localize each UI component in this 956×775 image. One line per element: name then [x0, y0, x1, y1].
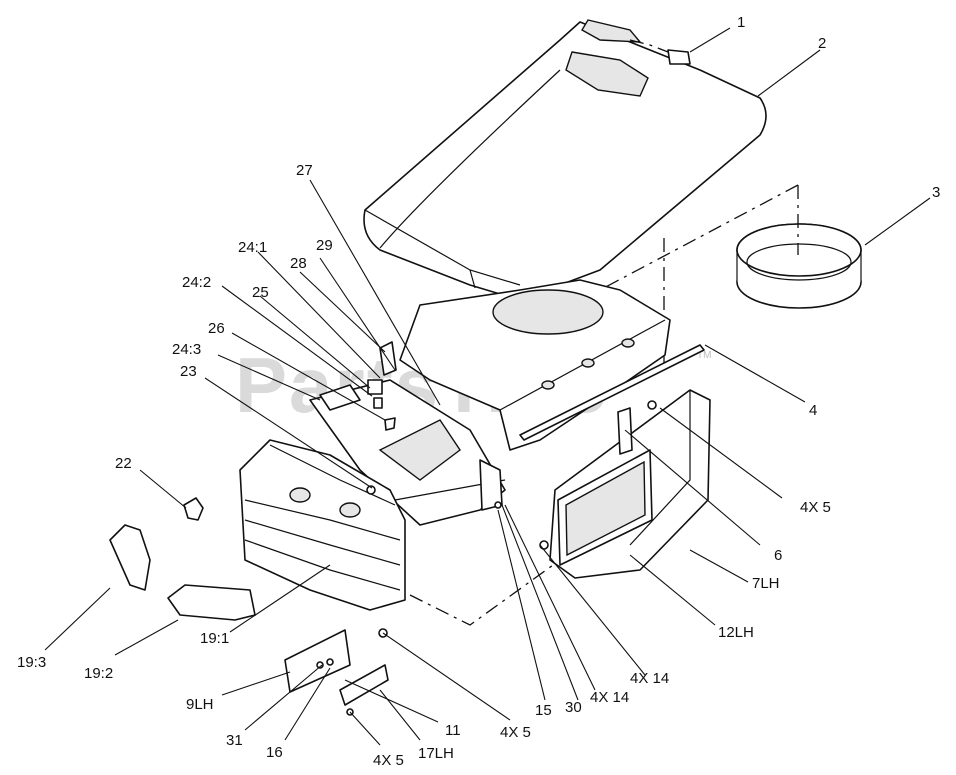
- callout-19-1: 19:1: [200, 630, 229, 647]
- part-main-body: [399, 279, 671, 451]
- leader-lines: [44, 27, 931, 746]
- callout-30: 30: [565, 699, 582, 716]
- callout-7lh: 7LH: [752, 575, 780, 592]
- callout-24-3: 24:3: [172, 341, 201, 358]
- callout-4x5-upper: 4X 5: [800, 499, 831, 516]
- callout-31: 31: [226, 732, 243, 749]
- callout-4x14-left: 4X 14: [590, 689, 629, 706]
- callout-28: 28: [290, 255, 307, 272]
- part-bar: [319, 384, 361, 411]
- callout-4: 4: [809, 402, 817, 419]
- callout-12lh: 12LH: [718, 624, 754, 641]
- callout-17lh: 17LH: [418, 745, 454, 762]
- callout-23: 23: [180, 363, 197, 380]
- callout-4x14-right: 4X 14: [630, 670, 669, 687]
- callout-22: 22: [115, 455, 132, 472]
- callout-1: 1: [737, 14, 745, 31]
- part-small-bracket: [339, 664, 389, 706]
- callout-26: 26: [208, 320, 225, 337]
- callout-16: 16: [266, 744, 283, 761]
- part-cap: [183, 497, 204, 521]
- part-bracket-plate: [284, 629, 351, 693]
- part-rod: [519, 344, 705, 441]
- callout-3: 3: [932, 184, 940, 201]
- part-hood-clip: [667, 49, 691, 65]
- part-left-cover: [109, 524, 151, 591]
- callout-27: 27: [296, 162, 313, 179]
- part-screen-frame: [557, 449, 653, 566]
- watermark-trademark: TM: [697, 350, 711, 361]
- callout-25: 25: [252, 284, 269, 301]
- part-lower-cover: [167, 584, 256, 621]
- callout-24-2: 24:2: [182, 274, 211, 291]
- part-inner-tray: [309, 379, 506, 526]
- callout-19-2: 19:2: [84, 665, 113, 682]
- part-upper-hardware: [367, 341, 397, 431]
- callout-4x5-middle: 4X 5: [500, 724, 531, 741]
- callout-19-3: 19:3: [17, 654, 46, 671]
- callout-9lh: 9LH: [186, 696, 214, 713]
- part-bracket: [617, 407, 633, 455]
- callout-24-1: 24:1: [238, 239, 267, 256]
- part-hood: [363, 19, 767, 301]
- callout-15: 15: [535, 702, 552, 719]
- callout-29: 29: [316, 237, 333, 254]
- part-ring-seal: [736, 223, 862, 309]
- callout-11: 11: [445, 722, 461, 739]
- callout-6: 6: [774, 547, 782, 564]
- callout-4x5-lower: 4X 5: [373, 752, 404, 769]
- callout-2: 2: [818, 35, 826, 52]
